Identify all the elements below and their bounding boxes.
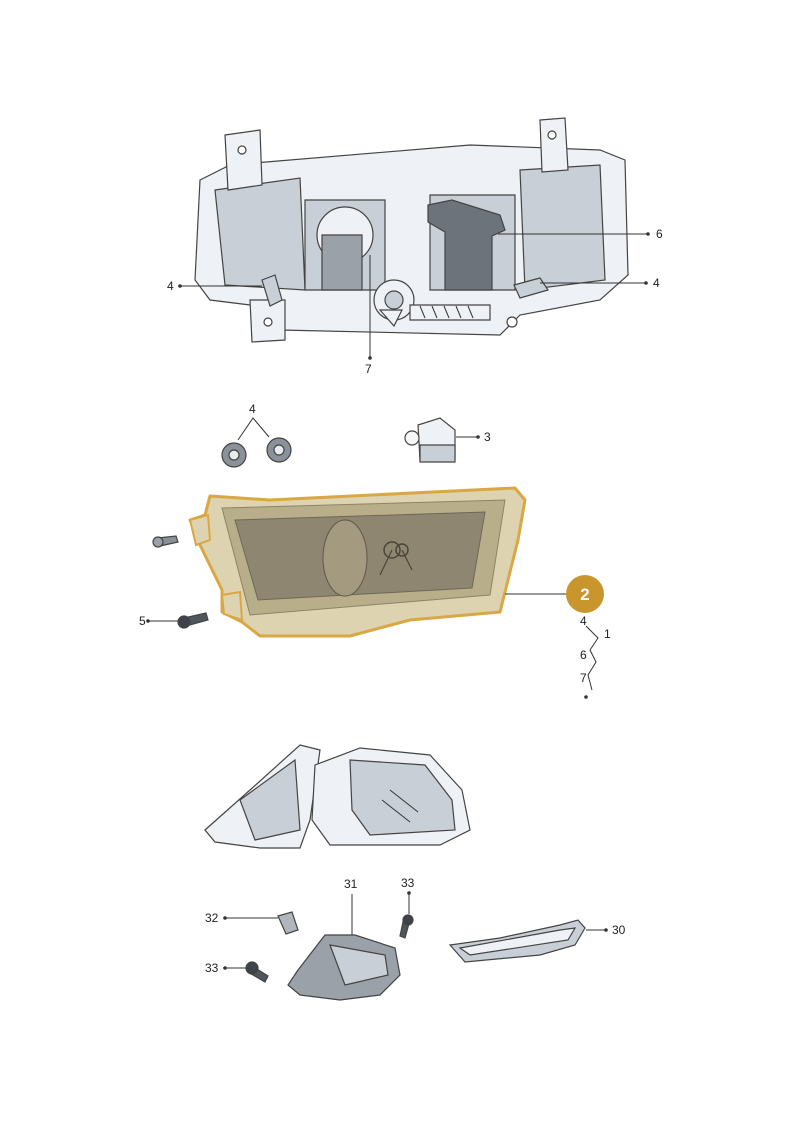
callout-mirror-31: 31 — [344, 877, 358, 935]
svg-text:7: 7 — [580, 671, 587, 685]
exterior-mirror — [204, 744, 471, 849]
svg-text:5: 5 — [139, 614, 146, 628]
callout-upper-left-4: 4 — [167, 279, 262, 293]
callout-screw-5: 5 — [139, 614, 178, 628]
fog-lamp-highlighted — [188, 486, 527, 638]
screw-5 — [177, 612, 209, 629]
svg-text:3: 3 — [484, 430, 491, 444]
clip-32 — [277, 911, 299, 935]
position-badge — [566, 575, 604, 613]
callout-mirror-33-top: 33 — [401, 876, 415, 914]
callout-mirror-30: 30 — [586, 923, 626, 937]
callout-bushing-4: 4 — [237, 402, 270, 441]
svg-text:4: 4 — [167, 279, 174, 293]
svg-text:33: 33 — [401, 876, 415, 890]
callout-mirror-33-left: 33 — [205, 961, 246, 975]
rubber-bushings — [221, 437, 292, 468]
svg-text:4: 4 — [580, 614, 587, 628]
mirror-cap-31 — [287, 934, 401, 1001]
callout-upper-right-4: 4 — [540, 276, 660, 290]
svg-text:32: 32 — [205, 911, 219, 925]
bulb — [404, 417, 456, 463]
callout-upper-bottom-7: 7 — [365, 255, 372, 376]
svg-text:6: 6 — [580, 648, 587, 662]
svg-text:33: 33 — [205, 961, 219, 975]
fog-lamp-housing-rear — [194, 117, 629, 343]
svg-text:6: 6 — [656, 227, 663, 241]
screw-33-top — [399, 914, 414, 939]
turn-signal-lens-30 — [448, 919, 586, 963]
callout-mirror-32: 32 — [205, 911, 278, 925]
svg-text:31: 31 — [344, 877, 358, 891]
svg-text:1: 1 — [604, 627, 611, 641]
svg-text:4: 4 — [653, 276, 660, 290]
screw-33-left — [245, 961, 269, 983]
svg-text:2: 2 — [580, 585, 589, 604]
callout-bulb-3: 3 — [456, 430, 491, 444]
callout-fog-lamp-2: 2 — [505, 575, 604, 613]
svg-text:4: 4 — [249, 402, 256, 416]
svg-text:30: 30 — [612, 923, 626, 937]
sub-reference-list: 4 1 6 7 — [580, 614, 611, 699]
callout-upper-right-6: 6 — [498, 227, 663, 241]
screw-upper-left — [152, 535, 179, 548]
svg-text:7: 7 — [365, 362, 372, 376]
